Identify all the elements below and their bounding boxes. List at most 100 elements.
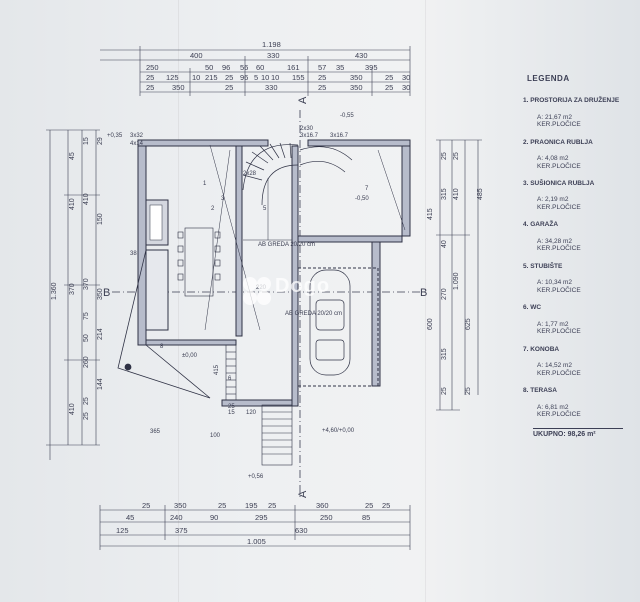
room-number: 8	[160, 344, 164, 350]
dim-top: 10	[261, 73, 269, 82]
legend-item-name: 7. KONOBA	[523, 345, 560, 353]
legend-item-area: A: 1,77 m2	[537, 320, 569, 328]
dim-top: 250	[146, 63, 159, 72]
dim-bottom: 45	[126, 513, 134, 522]
dim-top: 35	[336, 63, 344, 72]
legend-item-name: 5. STUBIŠTE	[523, 262, 563, 270]
dim-top: 96	[222, 63, 230, 72]
dim-left: 150	[97, 213, 104, 225]
dim-left: 144	[97, 378, 104, 390]
dim-right: 315	[441, 188, 448, 200]
dim-left: 25	[83, 397, 90, 405]
dim-top: 5	[254, 73, 258, 82]
window-label: 3x16.7	[330, 133, 349, 139]
dim-bottom: 250	[320, 513, 333, 522]
room-number: 3	[221, 196, 225, 202]
top-dimension-lines	[100, 46, 411, 96]
dim-top: 30	[402, 83, 410, 92]
dim-right: 600	[427, 318, 434, 330]
bottom-dimension-lines	[99, 505, 411, 550]
legend-item-area: A: 10,34 m2	[537, 279, 573, 287]
dining-table	[177, 227, 221, 297]
legend-item: 7. KONOBA A: 14,52 m2 KER.PLOČICE	[505, 346, 635, 377]
dim-top: 57	[318, 63, 326, 72]
dim-left: 15	[83, 137, 90, 145]
window-label: 4x14	[130, 141, 144, 147]
dim-top: 330	[265, 83, 278, 92]
dim-right: 315	[441, 348, 448, 360]
legend-item: 2. PRAONICA RUBLJA A: 4,08 m2 KER.PLOČIC…	[505, 139, 635, 170]
dim-bottom: 25	[382, 501, 390, 510]
window-label: 3x32	[130, 133, 144, 139]
dim-right: 270	[441, 288, 448, 300]
straight-stair	[225, 344, 293, 466]
level-label: -0,55	[340, 113, 354, 119]
room-number: 2	[211, 206, 215, 212]
dim-top: 10	[271, 73, 279, 82]
dim-top: 161	[287, 63, 300, 72]
legend-title: LEGENDA	[527, 74, 570, 83]
window-label: 2x30	[300, 126, 314, 132]
watermark-text: Dogo	[275, 275, 331, 297]
legend-panel: LEGENDA 1. PROSTORIJA ZA DRUŽENJE A: 21,…	[505, 74, 635, 439]
paper-fold-line	[178, 0, 179, 602]
dim-label: 100	[210, 433, 221, 439]
legend-item-area: A: 6,81 m2	[537, 403, 569, 411]
legend-item: 5. STUBIŠTE A: 10,34 m2 KER.PLOČICE	[505, 263, 635, 294]
legend-item-material: KER.PLOČICE	[537, 328, 581, 336]
dim-left: 45	[69, 152, 76, 160]
dim-top: 25	[318, 83, 326, 92]
section-markers: A A B B	[103, 96, 427, 498]
dim-right: 25	[465, 387, 472, 395]
beam-label: AB GREDA 20/20 cm	[285, 311, 342, 317]
dim-left: 214	[97, 328, 104, 340]
room-number: 6	[228, 376, 232, 382]
dim-bottom: 25	[268, 501, 276, 510]
dim-right: 25	[441, 152, 448, 160]
legend-item-material: KER.PLOČICE	[537, 245, 581, 253]
dim-top: 25	[146, 83, 154, 92]
dim-bottom: 90	[210, 513, 218, 522]
level-label: ±0,00	[182, 353, 198, 359]
dim-bottom: 125	[116, 526, 129, 535]
right-dimension-lines	[436, 139, 482, 411]
legend-item-name: 3. SUŠIONICA RUBLJA	[523, 180, 595, 187]
dim-top: 350	[350, 83, 363, 92]
level-label: +4,60/+0,00	[322, 428, 355, 434]
dim-top: 430	[355, 51, 368, 60]
dim-top: 125	[166, 73, 179, 82]
dim-bottom: 25	[142, 501, 150, 510]
legend-item-name: 1. PROSTORIJA ZA DRUŽENJE	[523, 97, 620, 105]
dim-bottom: 25	[365, 501, 373, 510]
section-mark-a-top: A	[297, 96, 309, 104]
dim-left: 350	[97, 288, 104, 300]
dim-bottom-total: 1.005	[247, 537, 266, 546]
dim-top: 25	[385, 83, 393, 92]
dim-top: 330	[267, 51, 280, 60]
section-mark-b-left: B	[103, 287, 110, 299]
dim-top: 155	[292, 73, 305, 82]
level-label: +0,56	[248, 474, 264, 480]
dim-right: 25	[441, 387, 448, 395]
dim-left: 25	[83, 412, 90, 420]
legend-item-name: 2. PRAONICA RUBLJA	[523, 138, 593, 146]
dim-bottom: 25	[218, 501, 226, 510]
dim-right: 410	[453, 188, 460, 200]
dim-top: 56	[240, 63, 248, 72]
dim-bottom: 350	[174, 501, 187, 510]
dim-left: 370	[83, 278, 90, 290]
dim-bottom: 360	[316, 501, 329, 510]
dim-left: 370	[69, 283, 76, 295]
legend-item-area: A: 34,28 m2	[537, 237, 573, 245]
dim-label: 38	[130, 251, 137, 257]
window-label: 3x16.7	[300, 133, 319, 139]
dim-right: 25	[453, 152, 460, 160]
dim-bottom: 295	[255, 513, 268, 522]
legend-item: 1. PROSTORIJA ZA DRUŽENJE A: 21,67 m2 KE…	[505, 97, 635, 128]
dim-left: 29	[97, 137, 104, 145]
right-dimension-texts: 25 315 40 270 315 25 600 415 25 410 1.09…	[427, 152, 484, 395]
window-label: 2x28	[243, 171, 257, 177]
dim-label: 365	[150, 429, 161, 435]
